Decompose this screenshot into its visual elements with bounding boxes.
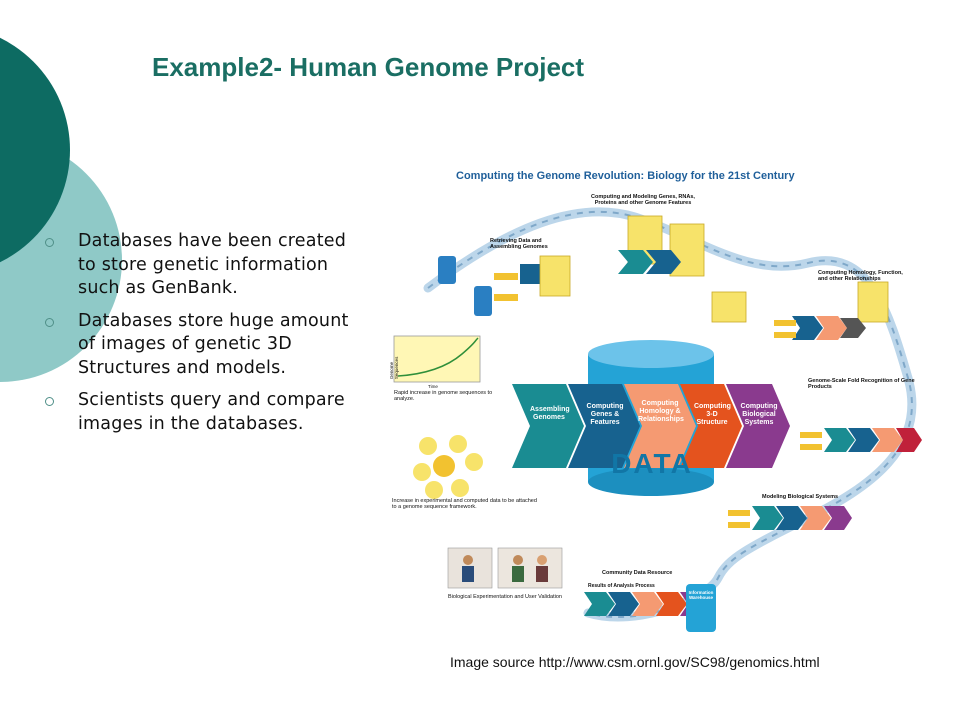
- mini-chevron: [646, 250, 681, 274]
- mini-chevron: [632, 592, 663, 616]
- mini-chevron: [824, 506, 852, 530]
- figure-graphic: [393, 207, 922, 632]
- bullet-circle-icon: [45, 397, 54, 406]
- bullet-text: Scientists query and compare images in t…: [78, 390, 345, 434]
- mini-chevron: [800, 506, 831, 530]
- side-note: Rapid increase in genome sequences to an…: [394, 390, 493, 403]
- data-cylinder-top: [588, 340, 714, 368]
- mini-chevron: [792, 316, 823, 340]
- mini-chevron: [840, 318, 866, 338]
- note-box: [539, 255, 571, 297]
- section-label: Genome-Scale Fold Recognition of Gene Pr…: [808, 378, 915, 391]
- mini-chevron: [872, 428, 903, 452]
- flower-node: [433, 455, 455, 477]
- person-icon: [536, 566, 548, 582]
- scientist-photo: [497, 547, 563, 589]
- pipeline-step-label: Computing Homology & Relationships: [638, 400, 684, 424]
- section-label: Computing Homology, Function, and other …: [818, 270, 903, 283]
- section-label: Modeling Biological Systems: [762, 494, 839, 500]
- axis-label: Time: [428, 384, 438, 389]
- person-icon: [462, 566, 474, 582]
- genome-revolution-figure: Computing the Genome Revolution: Biology…: [388, 158, 928, 638]
- database-stack: [474, 286, 492, 316]
- mini-chevron: [776, 506, 807, 530]
- pipeline-step-label: Computing 3-D Structure: [694, 403, 731, 427]
- pipeline-step-label: Assembling Genomes: [530, 406, 570, 422]
- mini-chevron: [618, 250, 653, 274]
- pipeline-chevron-1: [512, 384, 584, 468]
- flower-node: [451, 479, 469, 497]
- data-label: DATA: [611, 448, 693, 479]
- person-icon: [463, 555, 473, 565]
- label-tag: [800, 432, 822, 438]
- bullet-circle-icon: [45, 238, 54, 247]
- side-note: Biological Experimentation and User Vali…: [448, 594, 562, 600]
- bullet-item: Databases store huge amount of images of…: [42, 310, 352, 381]
- mini-chevron: [816, 316, 847, 340]
- bullet-text: Databases have been created to store gen…: [78, 231, 347, 298]
- label-tag: [800, 444, 822, 450]
- section-label: Computing and Modeling Genes, RNAs, Prot…: [591, 194, 695, 207]
- bullet-circle-icon: [45, 317, 54, 327]
- mini-chevron: [896, 428, 922, 452]
- data-cylinder-bottom: [588, 468, 714, 496]
- flower-node: [465, 453, 483, 471]
- pipeline-chevron-2: [568, 384, 640, 468]
- figure-title: Computing the Genome Revolution: Biology…: [456, 170, 795, 182]
- slide-title: Example2- Human Genome Project: [152, 52, 585, 82]
- database-stack: [438, 256, 456, 284]
- person-icon: [513, 555, 523, 565]
- section-label: Community Data Resource: [602, 570, 673, 576]
- mini-chevron: [584, 592, 615, 616]
- section-label: Retrieving Data and Assembling Genomes: [490, 238, 548, 251]
- mini-chevron: [656, 592, 687, 616]
- flower-node: [413, 463, 431, 481]
- flower-node: [449, 435, 467, 453]
- person-icon: [537, 555, 547, 565]
- section-label: Information Warehouse: [688, 590, 714, 601]
- bullet-text: Databases store huge amount of images of…: [78, 310, 349, 378]
- side-note: Increase in experimental and computed da…: [392, 498, 537, 511]
- pipeline-chevron-3: [624, 384, 696, 468]
- pipeline-chevron-4: [680, 384, 742, 468]
- label-tag: [774, 332, 796, 338]
- dark-teal-circle: [0, 37, 70, 263]
- label-tag: [494, 273, 518, 280]
- section-label: Results of Analysis Process: [588, 583, 655, 589]
- bullet-list: Databases have been created to store gen…: [42, 230, 352, 445]
- label-tag: [728, 510, 750, 516]
- dna-strand-front: [427, 210, 913, 618]
- warehouse-cylinder: [686, 584, 716, 632]
- mini-chevron: [824, 428, 855, 452]
- image-source-caption: Image source http://www.csm.ornl.gov/SC9…: [450, 654, 820, 670]
- bullet-item: Databases have been created to store gen…: [42, 230, 352, 301]
- label-tag: [494, 294, 518, 301]
- mini-chevron: [608, 592, 639, 616]
- flower-node: [425, 481, 443, 499]
- pipeline-step-label: Computing Biological Systems: [740, 403, 778, 427]
- label-tag: [774, 320, 796, 326]
- pipeline-chevron-5: [726, 384, 790, 468]
- mini-chevron: [848, 428, 879, 452]
- axis-label: Genome Sequences: [388, 356, 399, 380]
- mini-chevron: [752, 506, 783, 530]
- flower-node: [419, 437, 437, 455]
- person-icon: [512, 566, 524, 582]
- growth-curve: [397, 337, 479, 377]
- note-box: [857, 281, 889, 323]
- note-box: [711, 291, 747, 323]
- label-tag: [728, 522, 750, 528]
- pipeline-step-label: Computing Genes & Features: [586, 403, 624, 427]
- bullet-item: Scientists query and compare images in t…: [42, 389, 352, 436]
